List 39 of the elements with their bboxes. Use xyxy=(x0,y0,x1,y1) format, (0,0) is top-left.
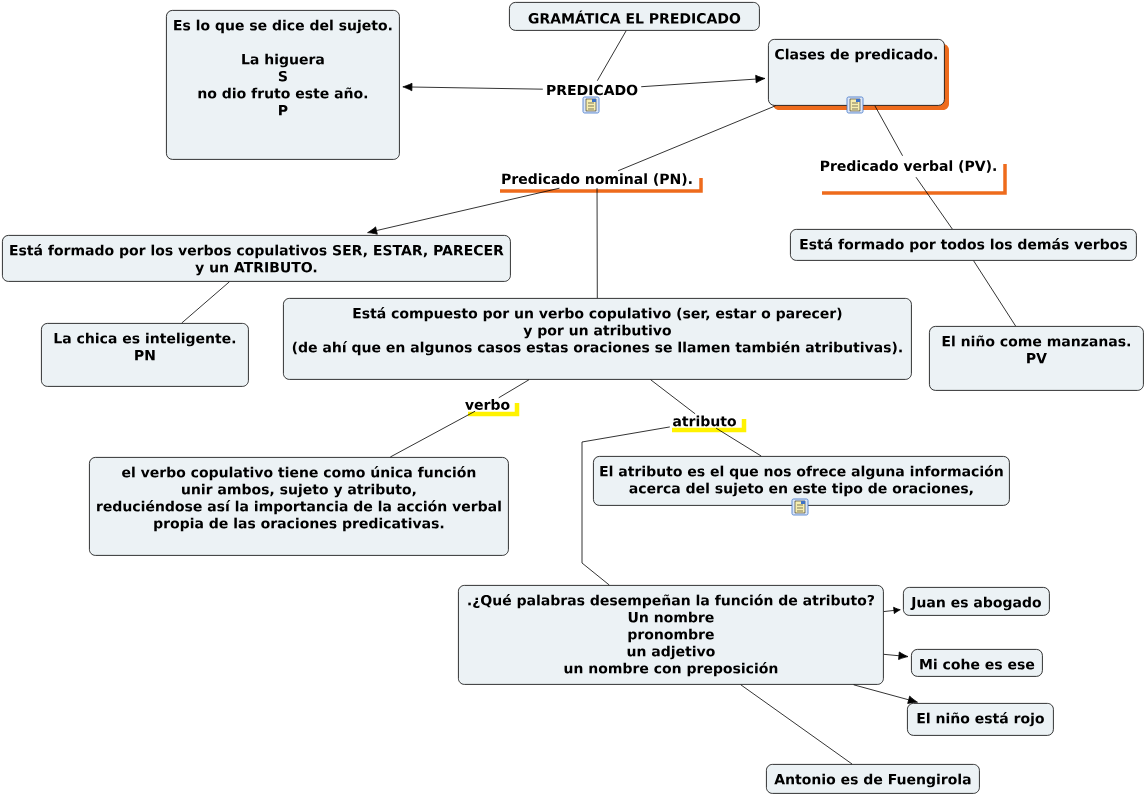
arrow xyxy=(853,684,918,704)
connector-line xyxy=(498,379,530,399)
connector-line xyxy=(650,379,696,415)
underlined-label: Predicado nominal (PN). xyxy=(500,173,703,193)
connector-line xyxy=(915,176,953,230)
highlighted-label: verbo xyxy=(465,399,520,417)
rounded-box: La chica es inteligente. PN xyxy=(41,323,249,387)
connector-line xyxy=(740,684,853,765)
rounded-box: el verbo copulativo tiene como única función unir ambos, sujeto y atributo, reduciéndose así la importancia de la acción verbal propia de las oraciones predicativas. xyxy=(89,457,509,556)
arrow xyxy=(883,606,901,614)
rounded-box: Antonio es de Fuengirola xyxy=(766,764,980,794)
rounded-box: El niño está rojo xyxy=(907,703,1054,736)
connector-line xyxy=(715,427,762,457)
rounded-box: El niño come manzanas. PV xyxy=(929,326,1144,391)
connector-line xyxy=(596,30,627,82)
connector-line xyxy=(389,410,476,458)
rounded-box: Juan es abogado xyxy=(903,587,1050,616)
rounded-box: .¿Qué palabras desempeñan la función de atributo? Un nombre pronombre un adjetivo un nombre con preposición xyxy=(458,585,884,685)
rounded-box: Es lo que se dice del sujeto. La higuera S no dio fruto este año. P xyxy=(166,10,400,160)
connector-line xyxy=(181,281,230,324)
rounded-box: Está compuesto por un verbo copulativo (ser, estar o parecer) y por un atributivo (de ahí que en algunos casos estas oraciones se llamen también atributivas). xyxy=(283,298,912,380)
rounded-box: Clases de predicado. xyxy=(768,39,949,110)
connector-line xyxy=(596,187,598,299)
highlighted-label: atributo xyxy=(672,415,747,433)
connector-line xyxy=(874,105,903,157)
concept-label: PREDICADO xyxy=(547,84,638,96)
rounded-box: Está formado por todos los demás verbos xyxy=(790,229,1137,261)
arrow xyxy=(883,651,909,660)
rounded-box: Está formado por los verbos copulativos SER, ESTAR, PARECER y un ATRIBUTO. xyxy=(2,235,511,282)
connector-line xyxy=(617,105,776,172)
title-box: GRAMÁTICA EL PREDICADO xyxy=(509,2,760,31)
arrow xyxy=(640,74,766,88)
arrow xyxy=(402,82,544,92)
connector-line xyxy=(581,426,671,586)
rounded-box: El atributo es el que nos ofrece alguna información acerca del sujeto en este tipo de oraciones, xyxy=(593,456,1010,506)
connector-line xyxy=(973,260,1016,327)
underlined-label: Predicado verbal (PV). xyxy=(821,160,1007,195)
rounded-box: Mi cohe es ese xyxy=(911,649,1043,677)
arrow xyxy=(367,187,560,235)
